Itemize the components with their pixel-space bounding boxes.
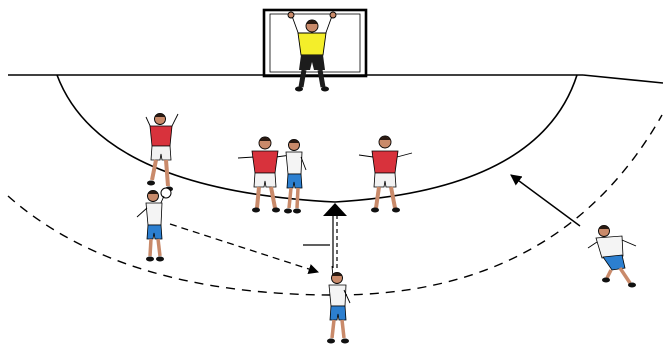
goal-line-perspective bbox=[583, 75, 663, 83]
ball bbox=[161, 188, 171, 198]
goalkeeper-shirt bbox=[298, 33, 326, 55]
goalkeeper-shorts bbox=[299, 55, 325, 70]
run-arrow bbox=[511, 175, 580, 226]
pass-arrow bbox=[170, 224, 318, 272]
attacker-center-back bbox=[327, 266, 350, 344]
six-meter-line bbox=[57, 75, 577, 202]
defender-center-right bbox=[359, 136, 412, 213]
attacker-left-back bbox=[137, 188, 171, 262]
attacker-pivot bbox=[284, 140, 306, 214]
defender-center-left bbox=[238, 137, 291, 213]
goalkeeper bbox=[288, 12, 336, 92]
attacker-right-wing bbox=[588, 226, 636, 288]
shot-arrow bbox=[303, 203, 347, 268]
defender-left bbox=[146, 114, 178, 192]
